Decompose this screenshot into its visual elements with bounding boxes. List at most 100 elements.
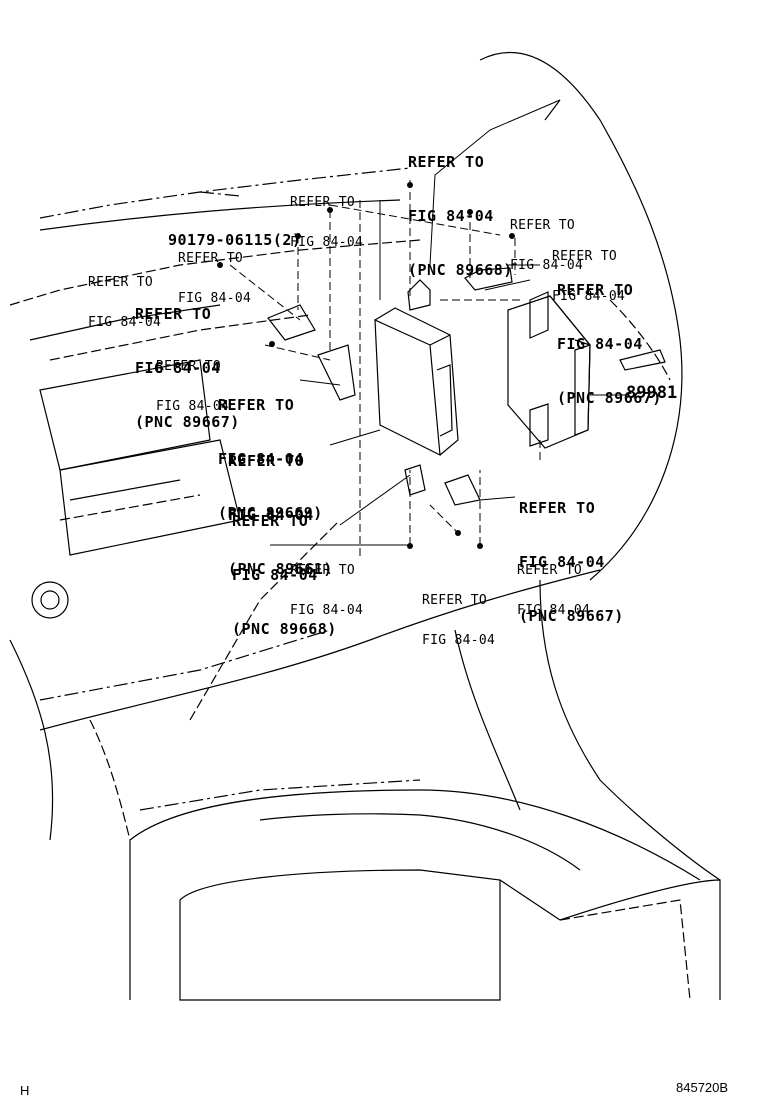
callout-text: (PNC 89667) bbox=[519, 607, 624, 625]
center-stack bbox=[39, 359, 211, 471]
console-vertical-right bbox=[539, 579, 721, 881]
callout-text: REFER TO bbox=[135, 305, 212, 323]
callout-c3: 90179-06115(2) bbox=[168, 203, 301, 263]
callout-text: REFER TO bbox=[156, 359, 222, 374]
callout-text: (PNC 89668) bbox=[232, 620, 337, 638]
callout-text: REFER TO bbox=[228, 452, 305, 470]
dash-lower-edge bbox=[39, 569, 601, 731]
callout-text: FIG 84-04 bbox=[178, 291, 252, 306]
callout-c7: REFER TO FIG 84-04 bbox=[156, 334, 229, 426]
footer-left-code: H bbox=[20, 1083, 30, 1098]
callout-text: FIG 84-04 bbox=[290, 235, 364, 250]
dash-upper-surface bbox=[39, 199, 401, 231]
bolts bbox=[217, 182, 515, 549]
dash-line-4 bbox=[49, 314, 311, 361]
callout-text: REFER TO bbox=[408, 153, 485, 171]
dash-line-2 bbox=[9, 239, 421, 306]
console-top-2 bbox=[139, 779, 421, 811]
callout-text: FIG 84-04 bbox=[156, 399, 230, 414]
callout-text: REFER TO bbox=[510, 218, 576, 233]
center-stack-lower bbox=[59, 494, 201, 521]
bracket-top-right bbox=[464, 267, 513, 291]
dash-right-curve bbox=[479, 51, 683, 581]
callout-c4: REFER TO FIG 84-04 bbox=[178, 226, 251, 318]
callout-text: FIG 84-04 bbox=[232, 566, 318, 584]
callout-text: (PNC 89669) bbox=[218, 504, 323, 522]
console-right bbox=[559, 879, 721, 1000]
callout-text: REFER TO bbox=[517, 563, 583, 578]
dash-left-lower bbox=[9, 639, 54, 841]
callout-c11: REFER TO FIG 84-04 bbox=[290, 538, 363, 630]
console-front bbox=[499, 879, 561, 921]
console-vertical-mid bbox=[454, 629, 521, 811]
callout-text: FIG 84-04 bbox=[408, 207, 494, 225]
ecu-box bbox=[374, 319, 441, 457]
callout-text: FIG 84-04 bbox=[519, 553, 605, 571]
callout-c14: REFER TO FIG 84-04 (PNC 89667) bbox=[557, 253, 662, 421]
dash-lower-edge-2 bbox=[39, 629, 331, 701]
callout-text: (PNC 89661) bbox=[228, 560, 333, 578]
callout-text: FIG 84-04 bbox=[135, 359, 221, 377]
vent-slot bbox=[619, 349, 666, 371]
callout-text: REFER TO bbox=[557, 281, 634, 299]
assembly-lines bbox=[229, 180, 541, 560]
part-number-label: 90179-06115(2) bbox=[168, 231, 302, 249]
callout-text: FIG 84-04 bbox=[422, 633, 496, 648]
dash-right-curve-2 bbox=[544, 99, 561, 121]
dash-line-3 bbox=[29, 304, 221, 341]
callout-c16: REFER TO FIG 84-04 bbox=[517, 538, 590, 630]
callout-text: REFER TO bbox=[178, 251, 244, 266]
callout-text: REFER TO bbox=[290, 195, 356, 210]
callout-text: REFER TO bbox=[422, 593, 488, 608]
ecu-right-bracket-b bbox=[529, 403, 549, 447]
callout-text: FIG 84-04 bbox=[517, 603, 591, 618]
dash-left-lower-2 bbox=[89, 719, 131, 841]
ecu-connector bbox=[436, 364, 453, 437]
bracket-top-left bbox=[407, 279, 431, 311]
callout-text: FIG 84-04 bbox=[290, 603, 364, 618]
callout-text: REFER TO bbox=[290, 563, 356, 578]
callout-c2: REFER TO FIG 84-04 bbox=[290, 170, 363, 262]
callout-text: REFER TO bbox=[232, 512, 309, 530]
callout-c13: REFER TO FIG 84-04 bbox=[552, 224, 625, 316]
dash-right-inner bbox=[609, 299, 671, 381]
callout-text: (PNC 89668) bbox=[408, 261, 513, 279]
ecu-box-side bbox=[429, 334, 459, 456]
callout-text: FIG 84-04 bbox=[557, 335, 643, 353]
diagram-id: 845720B bbox=[676, 1080, 729, 1095]
callout-text: REFER TO bbox=[218, 396, 295, 414]
ecu-box-top bbox=[374, 307, 451, 336]
callout-c17: REFER TO FIG 84-04 bbox=[422, 568, 495, 660]
callout-text: FIG 84-04 bbox=[510, 258, 584, 273]
knob-inner bbox=[40, 590, 60, 610]
callout-c9: REFER TO FIG 84-04 (PNC 89661) bbox=[228, 424, 333, 592]
knob bbox=[31, 581, 69, 619]
callout-text: (PNC 89667) bbox=[135, 413, 240, 431]
ecu-right-side bbox=[549, 295, 591, 346]
callout-text: FIG 84-04 bbox=[552, 289, 626, 304]
dash-top-edge bbox=[39, 167, 411, 219]
callout-text: REFER TO bbox=[519, 499, 596, 517]
radio-slot bbox=[69, 479, 181, 501]
callout-c12: REFER TO FIG 84-04 bbox=[510, 193, 583, 285]
bracket-left bbox=[267, 304, 316, 341]
center-stack-inner bbox=[59, 439, 241, 556]
ecu-right-bracket bbox=[529, 291, 549, 339]
callout-text: FIG 84-04 bbox=[218, 450, 304, 468]
dash-mid-lower bbox=[189, 519, 341, 721]
callout-c1: REFER TO FIG 84-04 (PNC 89668) bbox=[408, 125, 513, 293]
callout-c5: REFER TO FIG 84-04 bbox=[88, 250, 161, 342]
console-box bbox=[179, 869, 501, 1001]
callout-text: FIG 84-04 bbox=[228, 506, 314, 524]
console-top bbox=[129, 789, 701, 881]
console-tray bbox=[559, 899, 691, 1001]
part-number-89981: 89981 bbox=[626, 383, 678, 403]
callout-c8: REFER TO FIG 84-04 (PNC 89669) bbox=[218, 368, 323, 536]
bracket-bottom bbox=[404, 464, 426, 496]
callout-text: FIG 84-04 bbox=[88, 315, 162, 330]
bracket-bottom-right bbox=[444, 474, 481, 506]
callout-c15: REFER TO FIG 84-04 (PNC 89667) bbox=[519, 471, 624, 639]
console-inner bbox=[259, 813, 581, 871]
